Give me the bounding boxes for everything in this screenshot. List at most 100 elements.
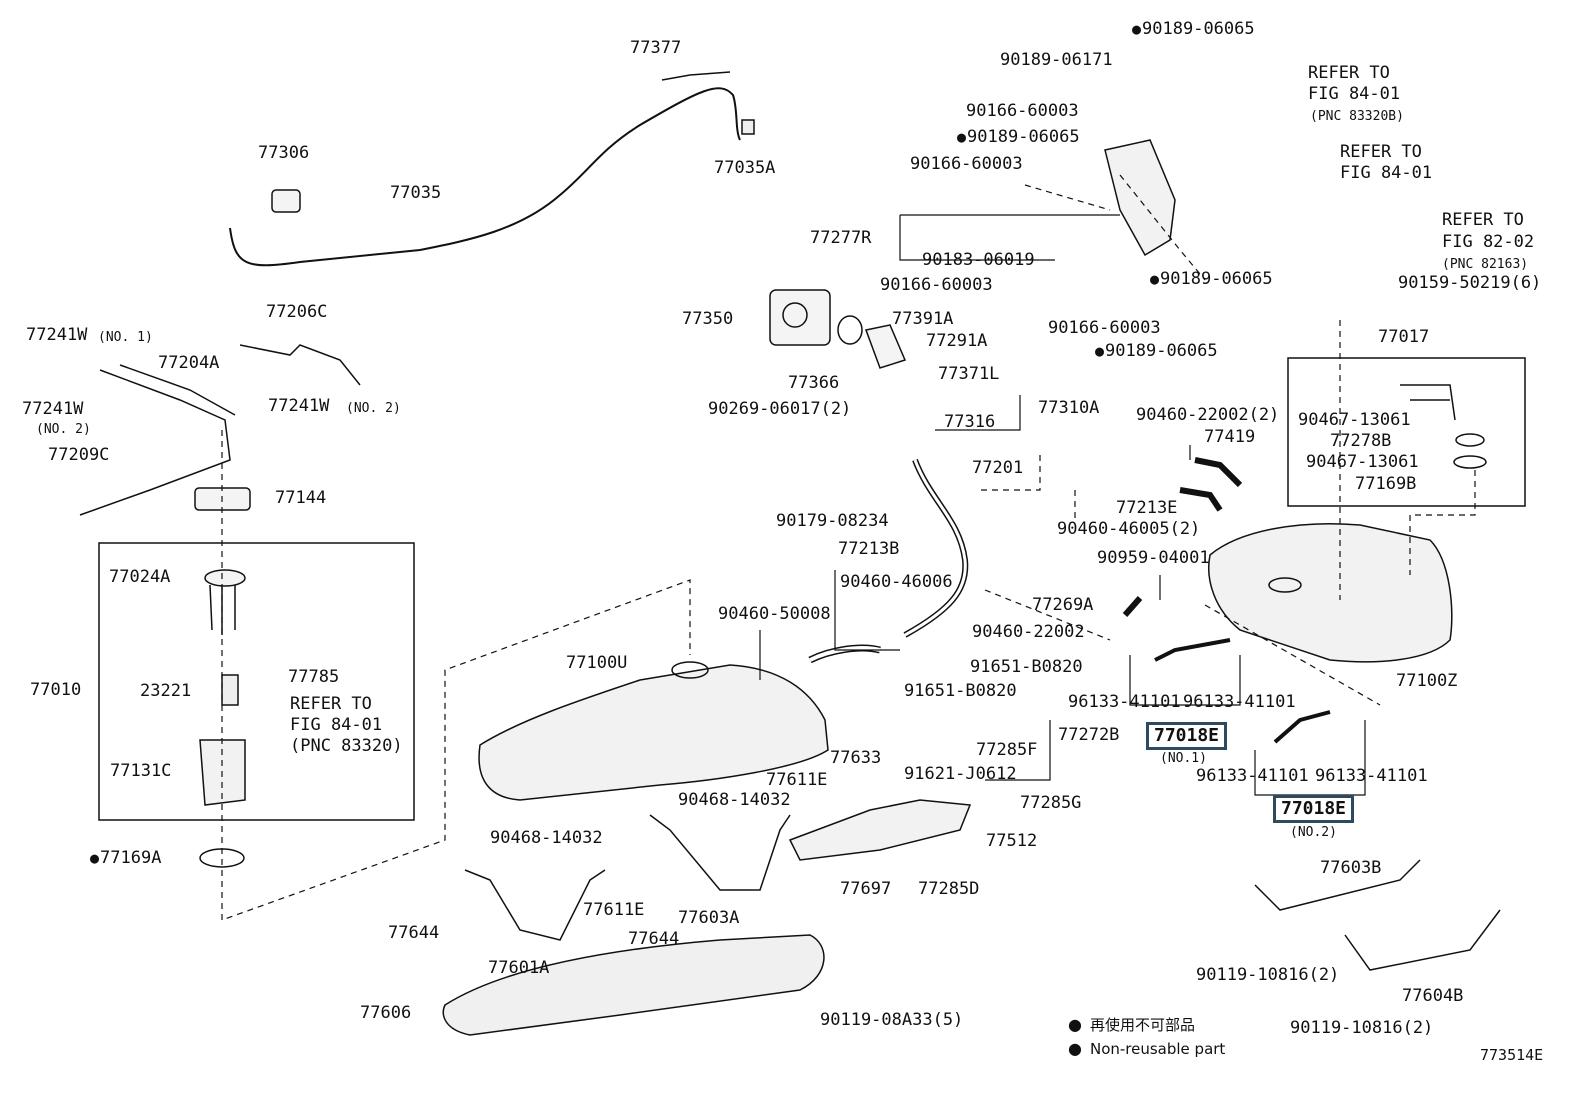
ref-82-02-fig: FIG 82-02: [1442, 232, 1535, 252]
part-77241w-no1: 77241W: [26, 325, 88, 345]
part-90460-50008: 90460-50008: [718, 604, 831, 624]
part-77350: 77350: [682, 309, 734, 329]
part-90959-04001: 90959-04001: [1097, 548, 1210, 568]
part-77131c: 77131C: [110, 761, 172, 781]
part-90189-06065-d: 90189-06065: [1095, 341, 1218, 361]
part-90468-14032-b: 90468-14032: [490, 828, 603, 848]
part-90183-06019: 90183-06019: [922, 250, 1035, 270]
part-77512: 77512: [986, 831, 1038, 851]
part-77278b: 77278B: [1330, 431, 1392, 451]
part-77285d: 77285D: [918, 879, 980, 899]
part-90269-06017: 90269-06017(2): [708, 399, 852, 419]
part-77285f: 77285F: [976, 740, 1038, 760]
part-77204a: 77204A: [158, 353, 220, 373]
ref-82-02: REFER TO: [1442, 210, 1524, 230]
part-77644-b: 77644: [628, 929, 680, 949]
part-23221: 23221: [140, 681, 192, 701]
part-77209c: 77209C: [48, 445, 110, 465]
part-77206c: 77206C: [266, 302, 328, 322]
part-77241w-b-note: (NO. 2): [346, 401, 401, 416]
part-77241w-b: 77241W: [268, 396, 330, 416]
part-77213b: 77213B: [838, 539, 900, 559]
part-77285g: 77285G: [1020, 793, 1082, 813]
assy-77010-box: [98, 542, 415, 821]
part-77017: 77017: [1378, 327, 1430, 347]
part-90189-06065-b: 90189-06065: [957, 127, 1080, 147]
part-77310a: 77310A: [1038, 398, 1100, 418]
figure-id: 773514E: [1480, 1046, 1544, 1064]
part-77697: 77697: [840, 879, 892, 899]
part-77419: 77419: [1204, 427, 1256, 447]
part-77785: 77785: [288, 667, 340, 687]
part-77100z: 77100Z: [1396, 671, 1458, 691]
part-77272b: 77272B: [1058, 725, 1120, 745]
part-77169a: 77169A: [90, 848, 161, 868]
part-90189-06065-c: 90189-06065: [1150, 269, 1273, 289]
part-90467-13061-a: 90467-13061: [1298, 410, 1411, 430]
part-77603a: 77603A: [678, 908, 740, 928]
bullet-icon: ●: [1068, 1015, 1082, 1034]
part-77644-a: 77644: [388, 923, 440, 943]
part-77291a: 77291A: [926, 331, 988, 351]
part-90166-60003-c: 90166-60003: [880, 275, 993, 295]
part-90460-22002: 90460-22002: [972, 622, 1085, 642]
ref-82-02-pnc: (PNC 82163): [1442, 257, 1529, 272]
part-77269a: 77269A: [1032, 595, 1094, 615]
part-77169b: 77169B: [1355, 474, 1417, 494]
part-77213e: 77213E: [1116, 498, 1178, 518]
part-90119-10816-a: 90119-10816(2): [1196, 965, 1340, 985]
ref-84-01-c: REFER TO: [290, 694, 372, 714]
part-91651-b0820-b: 91651-B0820: [904, 681, 1017, 701]
bullet-icon: ●: [1068, 1039, 1082, 1058]
part-90468-14032-a: 90468-14032: [678, 790, 791, 810]
part-90460-46005: 90460-46005(2): [1057, 519, 1201, 539]
part-77018e-no1-note: (NO.1): [1160, 751, 1207, 766]
ref-84-01-b: REFER TO: [1340, 142, 1422, 162]
part-77377: 77377: [630, 38, 682, 58]
part-90119-10816-b: 90119-10816(2): [1290, 1018, 1434, 1038]
part-77391a: 77391A: [892, 309, 954, 329]
part-90166-60003-b: 90166-60003: [910, 154, 1023, 174]
part-77633: 77633: [830, 748, 882, 768]
assy-77017-box: [1287, 357, 1526, 507]
part-77371l: 77371L: [938, 364, 1000, 384]
part-77018e-no2: 77018E: [1273, 795, 1355, 823]
part-77603b: 77603B: [1320, 858, 1382, 878]
part-77010: 77010: [30, 680, 82, 700]
part-90460-22002-2: 90460-22002(2): [1136, 405, 1280, 425]
part-77035a: 77035A: [714, 158, 776, 178]
part-90166-60003-d: 90166-60003: [1048, 318, 1161, 338]
part-91621-j0612: 91621-J0612: [904, 764, 1017, 784]
part-77277r: 77277R: [810, 228, 872, 248]
part-90460-46006: 90460-46006: [840, 572, 953, 592]
ref-84-01-a-fig: FIG 84-01: [1308, 84, 1401, 104]
part-77606: 77606: [360, 1003, 412, 1023]
part-77366: 77366: [788, 373, 840, 393]
part-77611e-a: 77611E: [766, 770, 828, 790]
ref-84-01-c-fig: FIG 84-01: [290, 715, 383, 735]
ref-84-01-c-pnc: (PNC 83320): [290, 736, 403, 756]
part-77241w-no1-note: (NO. 1): [98, 330, 153, 345]
part-77611e-b: 77611E: [583, 900, 645, 920]
part-77241w-a: 77241W: [22, 399, 84, 419]
ref-84-01-a-pnc: (PNC 83320B): [1310, 109, 1404, 124]
part-90179-08234: 90179-08234: [776, 511, 889, 531]
part-96133-41101-d: 96133-41101: [1315, 766, 1428, 786]
part-96133-41101-b: 96133-41101: [1183, 692, 1296, 712]
part-90119-08a33: 90119-08A33(5): [820, 1010, 964, 1030]
part-91651-b0820-a: 91651-B0820: [970, 657, 1083, 677]
part-90467-13061-b: 90467-13061: [1306, 452, 1419, 472]
legend-ja: ●再使用不可部品: [1068, 1015, 1195, 1034]
legend-en: ●Non-reusable part: [1068, 1039, 1226, 1058]
part-77035: 77035: [390, 183, 442, 203]
part-77241w-a-note: (NO. 2): [36, 422, 91, 437]
part-77201: 77201: [972, 458, 1024, 478]
ref-84-01-a: REFER TO: [1308, 63, 1390, 83]
part-77144: 77144: [275, 488, 327, 508]
part-90159-50219: 90159-50219(6): [1398, 273, 1542, 293]
part-77316: 77316: [944, 412, 996, 432]
part-77601a: 77601A: [488, 958, 550, 978]
part-90166-60003-a: 90166-60003: [966, 101, 1079, 121]
part-90189-06065-a: 90189-06065: [1132, 19, 1255, 39]
part-77100u: 77100U: [566, 653, 628, 673]
